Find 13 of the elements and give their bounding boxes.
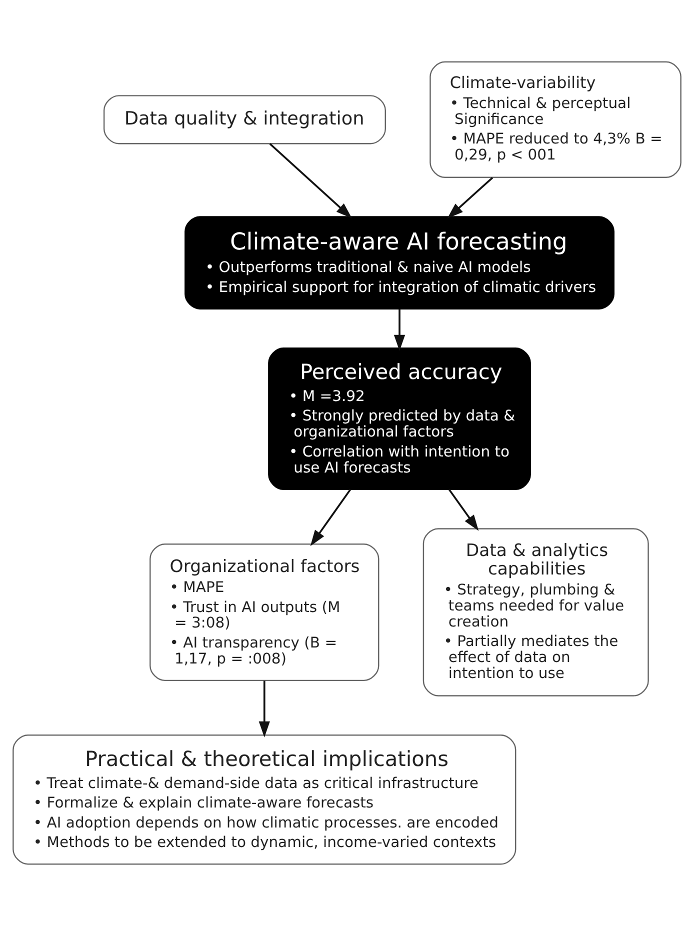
- node-box: Data & analytics capabilities • Strategy, plumbing & teams needed for value creation • Partially mediates the effect of data on intention to use: [422, 528, 649, 696]
- node-box: Perceived accuracy • M =3.92 • Strongly predicted by data & organizational factors • Correlation with intention to use AI forecasts: [268, 348, 531, 490]
- node-box: Practical & theoretical implications • Treat climate-& demand-side data as critical infrastructure • Formalize & explain climate-aware forecasts • AI adoption depends on how climatic processes. are encoded • Methods to be extended to dynamic, income-varied contexts: [12, 734, 516, 865]
- node-box: Climate-variability • Technical & perceptual Significance • MAPE reduced to 4,3% B = 0,29, p < 001: [430, 61, 682, 178]
- arrow: [447, 177, 494, 218]
- arrow: [310, 488, 352, 546]
- arrow: [269, 143, 352, 218]
- arrow: [394, 309, 406, 351]
- node-box: Climate-aware AI forecasting • Outperforms traditional & naive AI models • Empirical support for integration of climatic drivers: [184, 216, 614, 310]
- arrow: [448, 488, 479, 531]
- arrow: [258, 680, 270, 738]
- node-box: Organizational factors • MAPE • Trust in AI outputs (M = 3:08) • AI transparency (B = 1,17, p = :008): [150, 543, 380, 682]
- node-box: Data quality & integration: [103, 95, 386, 144]
